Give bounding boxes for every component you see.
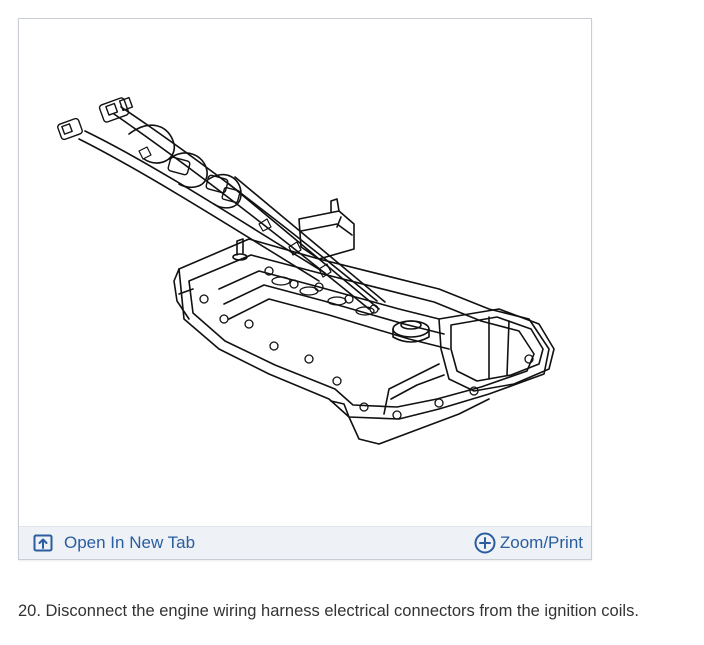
open-in-new-tab-label: Open In New Tab bbox=[64, 533, 196, 552]
engine-harness-illustration bbox=[19, 19, 591, 527]
open-in-new-tab-icon bbox=[33, 534, 53, 552]
zoom-print-link[interactable]: Zoom/Print bbox=[474, 530, 583, 556]
plus-circle-icon bbox=[474, 532, 496, 554]
zoom-print-label: Zoom/Print bbox=[499, 533, 583, 552]
step-instruction: 20. Disconnect the engine wiring harness… bbox=[18, 602, 639, 620]
figure-toolbar: Open In New Tab Zoom/Print bbox=[19, 526, 591, 559]
figure-card: Open In New Tab Zoom/Print bbox=[18, 18, 592, 560]
open-in-new-tab-link[interactable]: Open In New Tab bbox=[33, 532, 195, 554]
